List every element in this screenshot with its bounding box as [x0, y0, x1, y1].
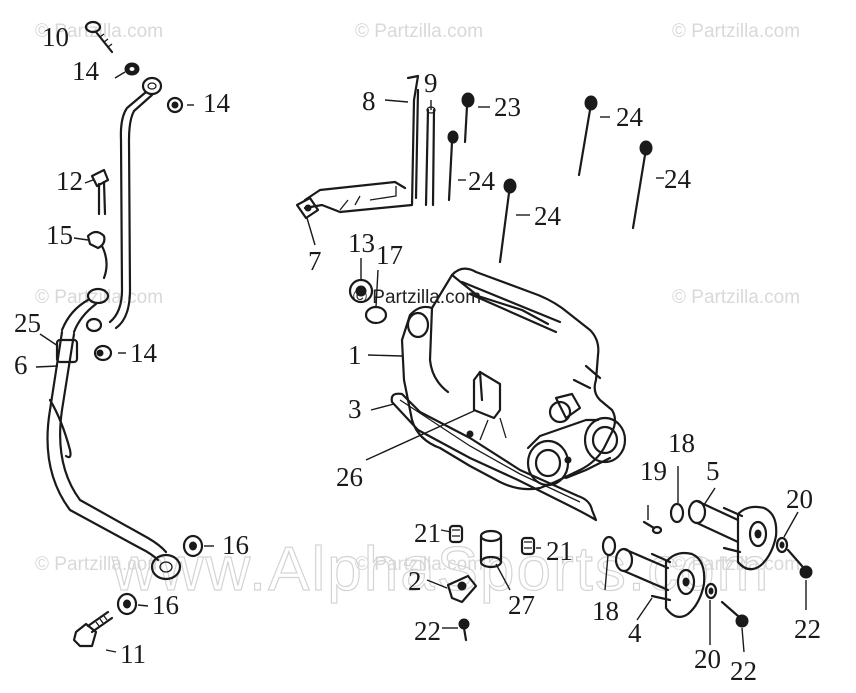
callout-5: 5 — [706, 456, 720, 486]
part-25-sleeve — [55, 338, 79, 364]
part-7-clamp — [295, 196, 320, 220]
part-9-rod — [424, 106, 436, 207]
callout-8: 8 — [362, 86, 376, 116]
callout-22-lower: 22 — [730, 656, 757, 686]
part-3-gasket — [390, 392, 598, 522]
part-16-washer-lower — [116, 592, 138, 616]
part-4-intake-tube — [614, 547, 706, 619]
callout-16-lower: 16 — [152, 590, 179, 620]
part-24-bolt-b — [577, 95, 598, 177]
callout-22-right: 22 — [794, 614, 821, 644]
part-10-bolt — [84, 20, 114, 54]
part-19-pin — [642, 520, 663, 535]
watermark-mid-right: © Partzilla.com — [672, 287, 800, 308]
callout-20-right: 20 — [786, 484, 813, 514]
watermark-bottom-center: © Partzilla.com — [355, 554, 483, 575]
part-8-bracket — [303, 74, 420, 214]
callout-4: 4 — [628, 618, 642, 648]
callout-12: 12 — [56, 166, 83, 196]
pipe-lower-banjo — [150, 553, 182, 581]
cover-port-left — [526, 439, 570, 487]
bracket-assembly — [295, 74, 436, 220]
part-18-oring-lower — [601, 535, 617, 557]
callout-17: 17 — [376, 240, 403, 270]
callout-23: 23 — [494, 92, 521, 122]
part-22-bolt-left — [458, 618, 470, 642]
part-14-washer-right — [166, 96, 184, 114]
callout-1: 1 — [348, 340, 362, 370]
watermark-alphasports: www.AlphaSports.com — [111, 535, 770, 604]
part-12-bolt — [90, 168, 110, 216]
callout-9: 9 — [424, 68, 438, 98]
callout-2: 2 — [408, 566, 422, 596]
callout-27: 27 — [508, 590, 535, 620]
watermark-top-left: © Partzilla.com — [35, 21, 163, 42]
part-23-bolt — [461, 92, 475, 144]
watermark-top-right: © Partzilla.com — [672, 21, 800, 42]
callout-18-lower: 18 — [592, 596, 619, 626]
callout-24-b: 24 — [468, 166, 496, 196]
watermark-top-center: © Partzilla.com — [355, 21, 483, 42]
part-20-washer-right — [775, 536, 789, 554]
callout-6: 6 — [14, 350, 28, 380]
part-21-pin-left — [448, 524, 464, 544]
callout-labels: 10 14 14 12 15 25 6 14 16 16 11 8 9 23 2… — [14, 22, 821, 686]
part-2-plug — [446, 574, 478, 604]
callout-13: 13 — [348, 228, 375, 258]
callout-14-right: 14 — [203, 88, 231, 118]
part-24-bolt-c — [631, 140, 653, 230]
callout-22-left: 22 — [414, 616, 441, 646]
watermark-bottom-left: © Partzilla.com — [35, 554, 163, 575]
callout-26: 26 — [336, 462, 363, 492]
watermark-mid-center: © Partzilla.com — [353, 287, 481, 308]
stud-bolts — [447, 92, 653, 264]
part-17-oring — [364, 305, 388, 325]
part-24-bolt-a — [447, 130, 459, 202]
oil-pipe-assembly — [46, 20, 204, 648]
callout-16-upper: 16 — [222, 530, 249, 560]
callout-20-lower: 20 — [694, 644, 721, 674]
part-24-bolt-d — [498, 178, 517, 264]
leader-lines — [35, 71, 807, 653]
callout-21-right: 21 — [546, 536, 573, 566]
part-15-clip — [86, 230, 108, 280]
cover-port-right — [583, 416, 627, 464]
part-16-washer-upper — [182, 534, 204, 558]
callout-15: 15 — [46, 220, 73, 250]
callout-14-top: 14 — [72, 56, 100, 86]
watermark-layer: © Partzilla.com © Partzilla.com © Partzi… — [35, 21, 800, 605]
callout-21-left: 21 — [414, 518, 441, 548]
callout-25: 25 — [14, 308, 41, 338]
part-18-oring-upper — [669, 502, 685, 524]
part-22-bolt-lower — [720, 600, 749, 628]
pipe-junction — [60, 287, 110, 334]
callout-24-c: 24 — [664, 164, 692, 194]
part-14-nut — [93, 344, 113, 362]
callout-11: 11 — [120, 639, 146, 669]
part-20-washer-lower — [704, 582, 718, 600]
callout-10: 10 — [42, 22, 69, 52]
part-22-bolt-right — [786, 548, 813, 579]
cylinder-head-cover — [390, 267, 627, 522]
watermark-mid-left: © Partzilla.com — [35, 287, 163, 308]
part-11-bolt — [72, 610, 114, 648]
callout-19: 19 — [640, 456, 667, 486]
part-21-pin-right — [520, 536, 536, 556]
callout-18-upper: 18 — [668, 428, 695, 458]
part-27-sleeve — [479, 529, 503, 569]
callout-24-d: 24 — [534, 201, 562, 231]
callout-3: 3 — [348, 394, 362, 424]
callout-7: 7 — [308, 246, 322, 276]
callout-24-a: 24 — [616, 102, 644, 132]
callout-14-lower: 14 — [130, 338, 158, 368]
